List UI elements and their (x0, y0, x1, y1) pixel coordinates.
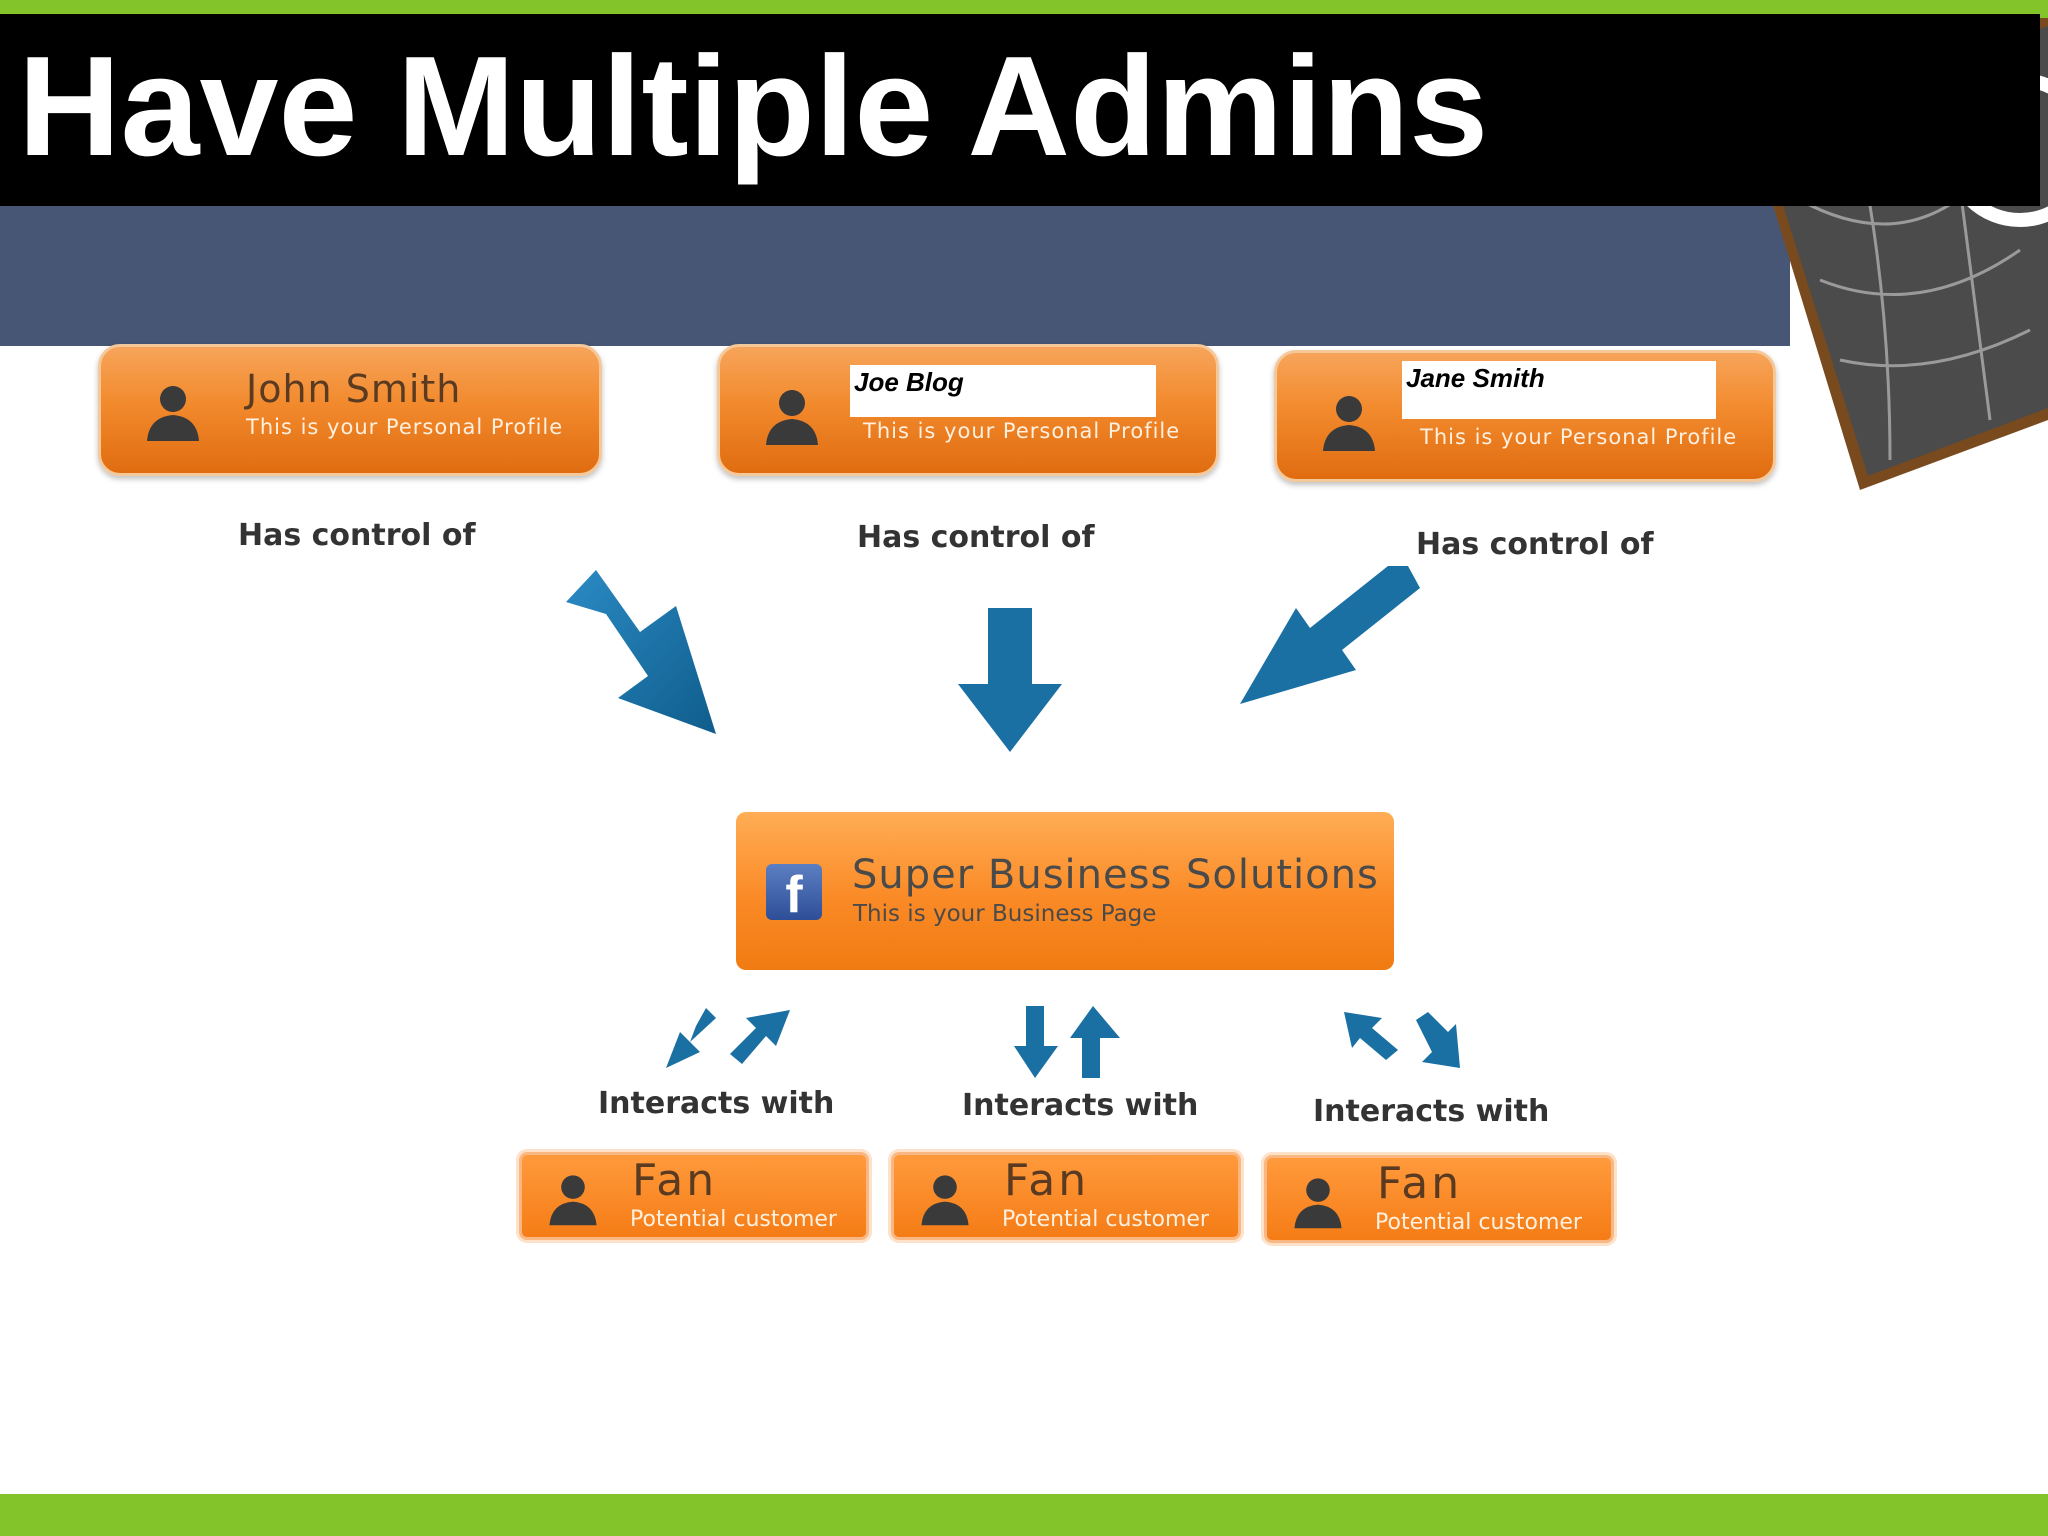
bidirectional-arrow-icon (666, 1008, 790, 1068)
admin-profile-card: Joe Blog This is your Personal Profile (717, 344, 1219, 476)
control-caption: Has control of (1416, 527, 1654, 562)
person-icon (549, 1175, 597, 1226)
bidirectional-arrow-icon (1014, 1006, 1120, 1078)
control-caption: Has control of (857, 520, 1095, 555)
fan-subtitle: Potential customer (630, 1207, 837, 1232)
fan-title: Fan (632, 1155, 718, 1206)
bidirectional-arrow-icon (1344, 1012, 1460, 1068)
top-accent-bar (0, 0, 2048, 14)
admin-name: John Smith (246, 367, 462, 411)
header-band (0, 206, 1790, 346)
slide-title: Have Multiple Admins (18, 27, 1489, 186)
interaction-caption: Interacts with (1313, 1094, 1550, 1129)
fan-card: Fan Potential customer (519, 1152, 869, 1240)
admin-profile-card: Jane Smith This is your Personal Profile (1274, 350, 1776, 482)
fan-subtitle: Potential customer (1002, 1207, 1209, 1232)
fan-card: Fan Potential customer (1264, 1155, 1614, 1243)
bottom-accent-bar (0, 1494, 2048, 1536)
interaction-caption: Interacts with (962, 1088, 1199, 1123)
facebook-icon: f (766, 864, 822, 920)
fan-subtitle: Potential customer (1375, 1210, 1582, 1235)
fan-card: Fan Potential customer (891, 1152, 1241, 1240)
person-icon (1294, 1178, 1342, 1229)
person-icon (921, 1175, 969, 1226)
admin-subtitle: This is your Personal Profile (1420, 425, 1738, 449)
fan-title: Fan (1377, 1158, 1463, 1209)
fan-title: Fan (1004, 1155, 1090, 1206)
admin-subtitle: This is your Personal Profile (246, 415, 564, 439)
admin-name-box: Jane Smith (1402, 361, 1716, 419)
business-page-card (736, 812, 1394, 970)
admin-profile-card: John Smith This is your Personal Profile (98, 344, 602, 476)
admin-name: Joe Blog (854, 367, 964, 397)
control-caption: Has control of (238, 518, 476, 553)
business-subtitle: This is your Business Page (853, 901, 1157, 927)
title-banner (0, 14, 2040, 206)
business-name: Super Business Solutions (852, 852, 1379, 898)
arrow-down-icon (958, 608, 1062, 752)
person-icon (1323, 396, 1375, 451)
admin-subtitle: This is your Personal Profile (863, 419, 1181, 443)
admin-name-box: Joe Blog (850, 365, 1156, 417)
person-icon (766, 390, 818, 445)
arrow-down-left-icon (1240, 566, 1420, 704)
admin-name: Jane Smith (1406, 363, 1545, 393)
person-icon (147, 386, 199, 441)
interaction-caption: Interacts with (598, 1086, 835, 1121)
